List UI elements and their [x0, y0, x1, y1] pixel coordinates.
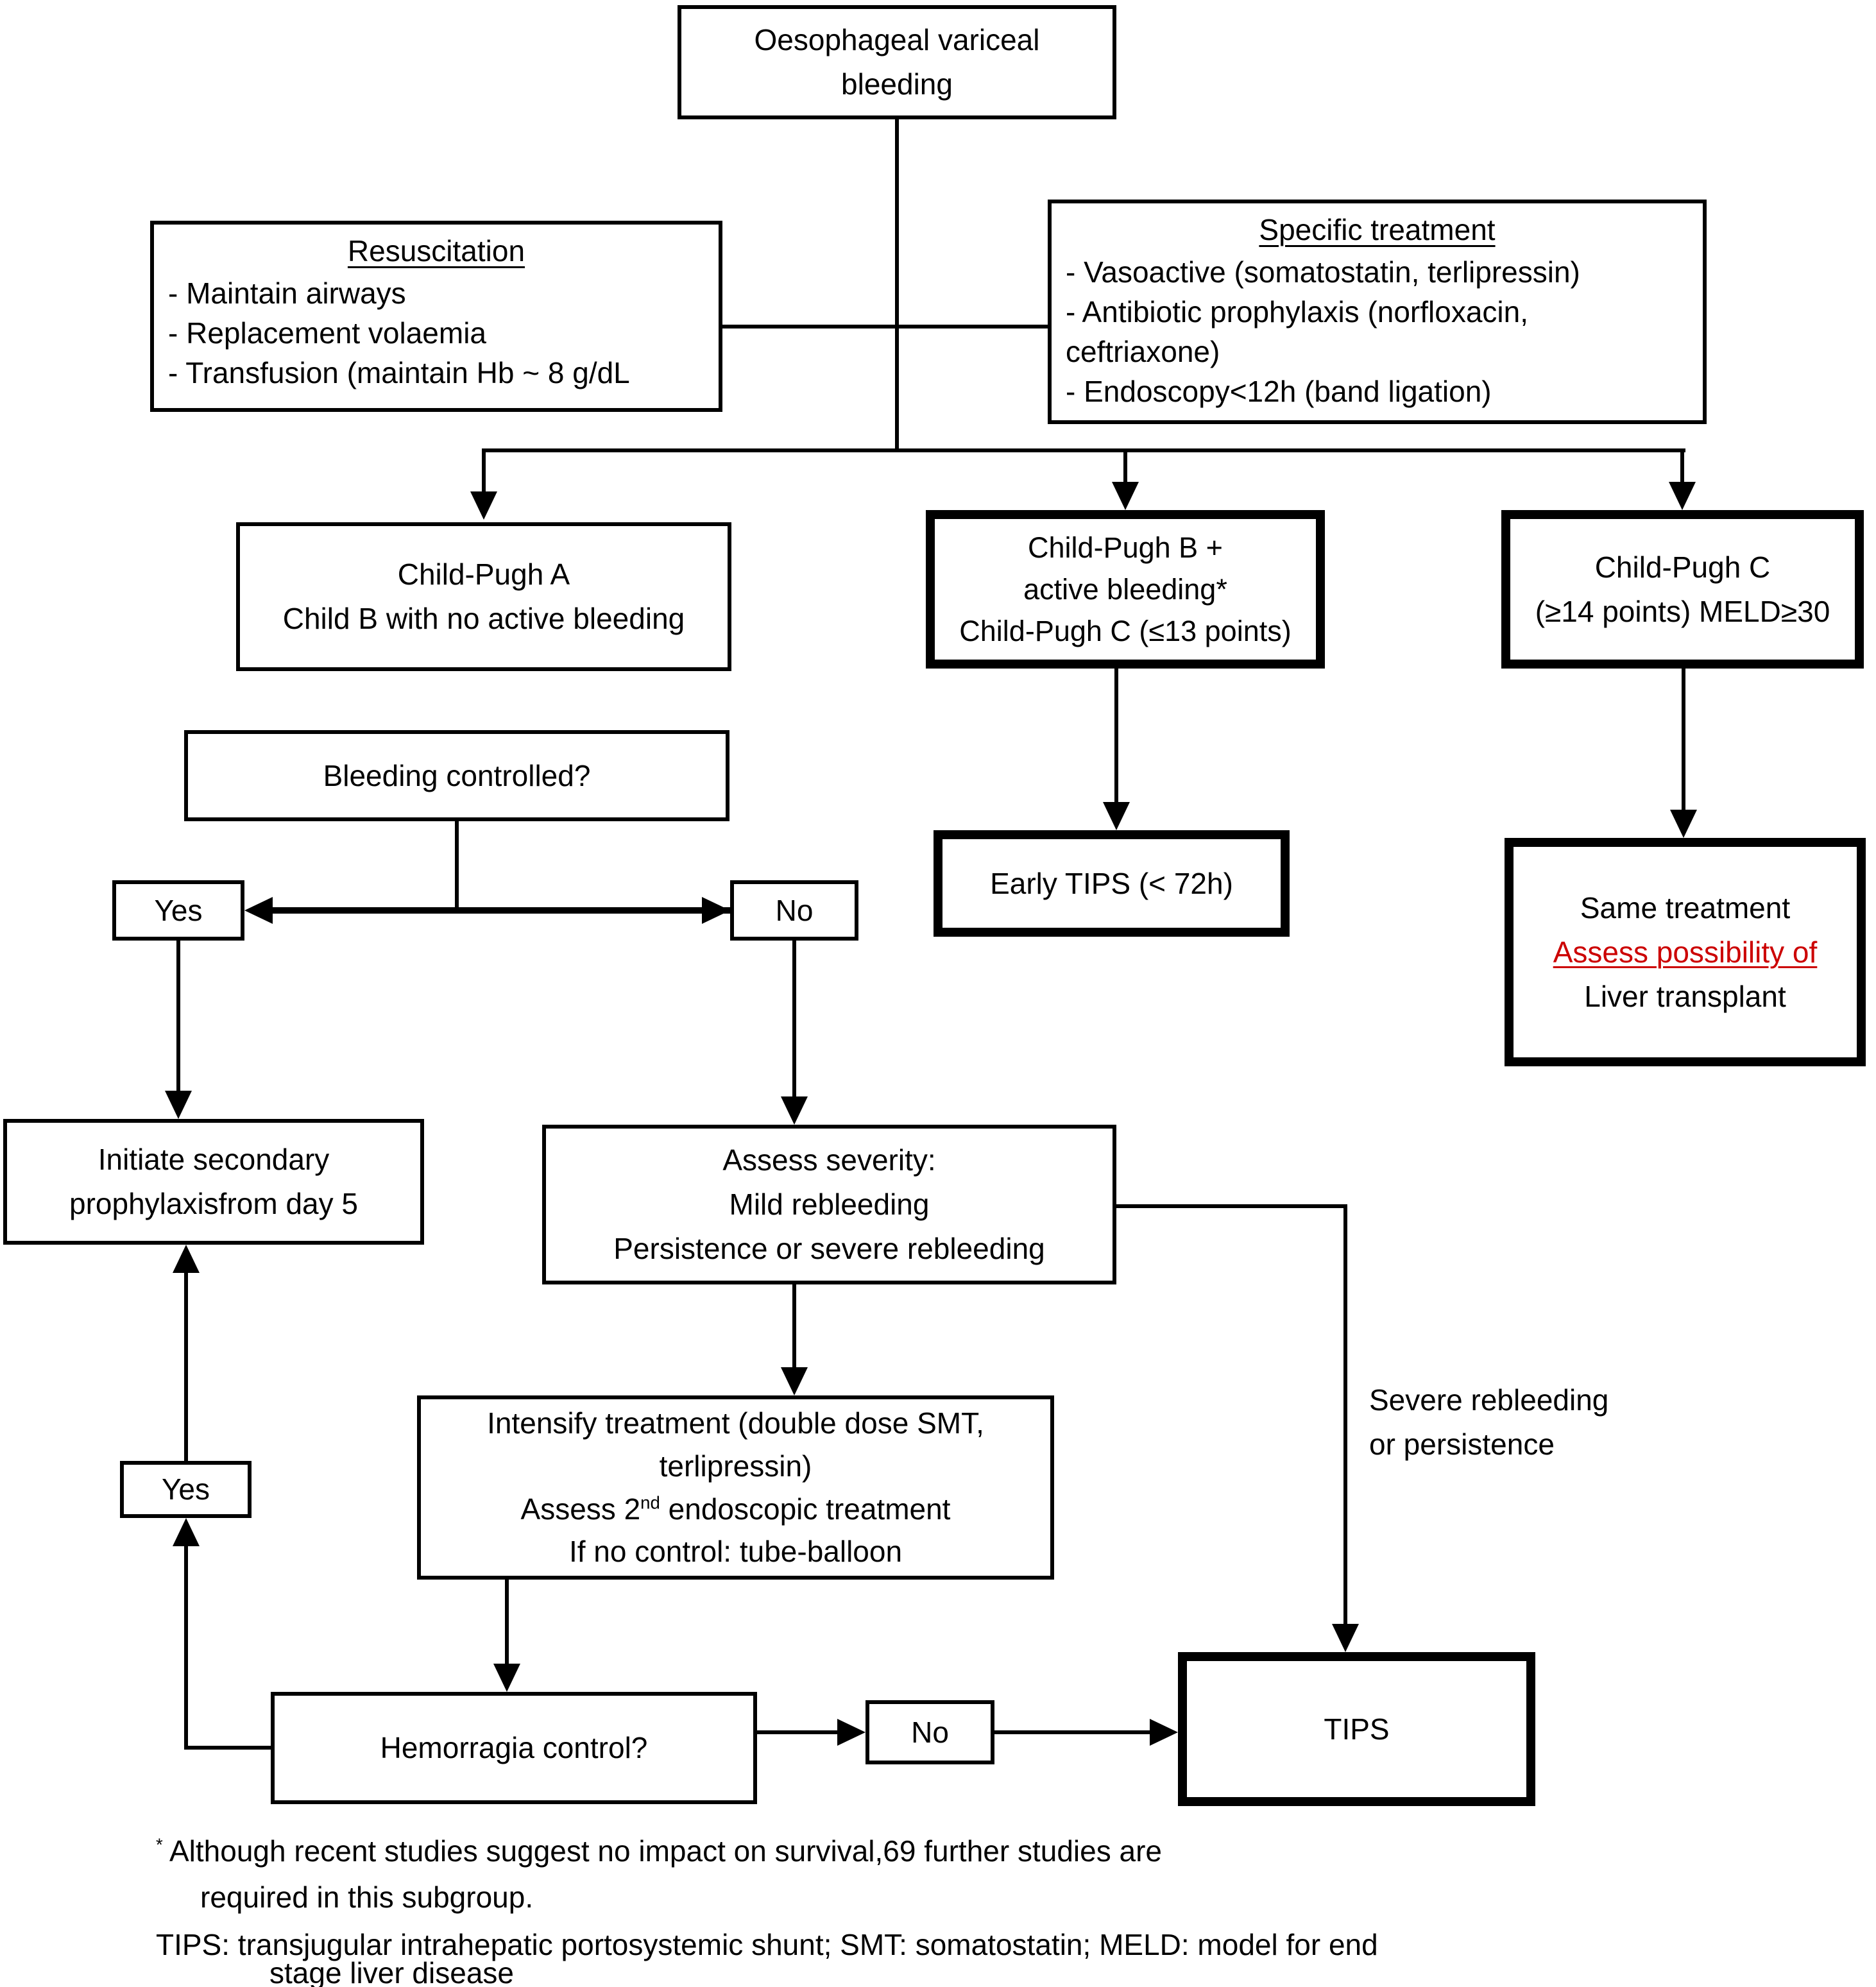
connector-hemorragia-left [184, 1746, 271, 1750]
connector-c-sametreatment [1682, 669, 1685, 812]
connector-intensify-down [505, 1580, 509, 1667]
connector-start-down [895, 119, 899, 450]
arrowhead-severe-tips [1332, 1624, 1359, 1652]
resuscitation-item: - Maintain airways [168, 277, 406, 311]
arrowhead-loop-yes2 [173, 1518, 200, 1546]
node-resuscitation: Resuscitation - Maintain airways - Repla… [150, 221, 722, 412]
arrowhead-to-yes1 [244, 897, 273, 924]
arrowhead-no2-tips [1150, 1719, 1178, 1746]
intensify-line-3: If no control: tube-balloon [568, 1535, 903, 1569]
connector-yes1-down [176, 941, 180, 1095]
arrowhead-to-no1 [702, 897, 730, 924]
footnote-asterisk: * [156, 1834, 163, 1855]
node-child-pugh-c: Child-Pugh C (≥14 points) MELD≥30 [1501, 510, 1864, 669]
specific-treatment-item: - Vasoactive (somatostatin, terlipressin… [1066, 255, 1580, 289]
footnote-abbreviations-line-2: stage liver disease [269, 1956, 514, 1987]
connector-hemorragia-no2 [757, 1730, 839, 1734]
same-treatment-line: Same treatment [1580, 891, 1791, 925]
node-early-tips: Early TIPS (< 72h) [934, 830, 1290, 937]
resuscitation-item: - Replacement volaemia [168, 316, 487, 350]
same-treatment-line: Liver transplant [1584, 979, 1786, 1013]
label-severe-rebleeding: Severe rebleeding or persistence [1369, 1383, 1609, 1461]
node-oesophageal-variceal-bleeding: Oesophageal variceal bleeding [678, 5, 1116, 119]
connector-severe-down [1343, 1204, 1347, 1628]
connector-yes-no-horizontal [269, 907, 731, 914]
arrowhead-to-no2 [837, 1719, 866, 1746]
node-intensify-treatment: Intensify treatment (double dose SMT, te… [417, 1395, 1054, 1580]
node-child-pugh-b: Child-Pugh B + active bleeding* Child-Pu… [926, 510, 1325, 669]
node-child-pugh-a: Child-Pugh A Child B with no active blee… [236, 522, 731, 671]
connector-branch-c [1680, 448, 1684, 484]
connector-loop-up-upper [184, 1273, 188, 1461]
node-bleeding-controlled: Bleeding controlled? [184, 730, 729, 821]
connector-b-earlytips [1114, 669, 1118, 805]
connector-branch-a [482, 448, 486, 493]
arrowhead-intensify-hemorragia [493, 1664, 520, 1692]
arrowhead-assess-intensify [781, 1367, 808, 1395]
footnote-abbreviations-line-1: TIPS: transjugular intrahepatic portosys… [156, 1928, 1378, 1961]
node-assess-severity: Assess severity: Mild rebleeding Persist… [542, 1125, 1116, 1284]
intensify-line-2-pre: Assess 2 [520, 1492, 641, 1526]
arrowhead-c-sametreatment [1670, 810, 1697, 838]
connector-no2-tips [994, 1730, 1152, 1734]
node-no-2: No [866, 1700, 994, 1764]
specific-treatment-item: - Endoscopy<12h (band ligation) [1066, 375, 1492, 409]
intensify-line-1: Intensify treatment (double dose SMT, te… [487, 1406, 984, 1483]
intensify-line-2: Assess 2nd endoscopic treatment [521, 1488, 951, 1531]
connector-branch-horizontal [482, 448, 1685, 452]
node-specific-treatment: Specific treatment - Vasoactive (somatos… [1048, 200, 1707, 424]
connector-loop-up-lower [184, 1545, 188, 1750]
resuscitation-title: Resuscitation [347, 234, 525, 268]
arrowhead-branch-c [1669, 482, 1696, 510]
specific-treatment-title: Specific treatment [1259, 213, 1496, 246]
arrowhead-branch-a [470, 491, 497, 520]
resuscitation-item: - Transfusion (maintain Hb ~ 8 g/dL [168, 356, 630, 390]
arrowhead-yes1-initiate [165, 1091, 192, 1119]
node-yes-1: Yes [112, 880, 244, 941]
node-same-treatment: Same treatment Assess possibility of Liv… [1505, 838, 1866, 1066]
arrowhead-no1-assess [781, 1096, 808, 1125]
connector-no1-down [792, 941, 796, 1101]
connector-resus-specific [722, 325, 1048, 328]
connector-branch-b [1123, 448, 1127, 484]
connector-assess-down [792, 1284, 796, 1369]
specific-treatment-item: - Antibiotic prophylaxis (norfloxacin, c… [1066, 295, 1528, 369]
node-yes-2: Yes [120, 1461, 252, 1518]
connector-assess-right [1116, 1204, 1347, 1208]
intensify-line-2-post: endoscopic treatment [660, 1492, 951, 1526]
node-hemorragia-control: Hemorragia control? [271, 1692, 757, 1804]
node-no-1: No [730, 880, 858, 941]
footnote-asterisk-line-1: * Although recent studies suggest no imp… [156, 1832, 1162, 1871]
footnote-asterisk-text: Although recent studies suggest no impac… [162, 1834, 1162, 1868]
footnote-asterisk-line-2: required in this subgroup. [200, 1880, 534, 1914]
same-treatment-assess-possibility: Assess possibility of [1553, 935, 1818, 969]
arrowhead-branch-b [1112, 482, 1139, 510]
arrowhead-b-earlytips [1103, 802, 1130, 830]
node-tips: TIPS [1178, 1652, 1535, 1806]
node-initiate-secondary-prophylaxis: Initiate secondary prophylaxisfrom day 5 [3, 1119, 424, 1245]
connector-bleeding-down [455, 821, 459, 912]
arrowhead-loop-initiate [173, 1245, 200, 1273]
intensify-superscript: nd [640, 1492, 660, 1513]
